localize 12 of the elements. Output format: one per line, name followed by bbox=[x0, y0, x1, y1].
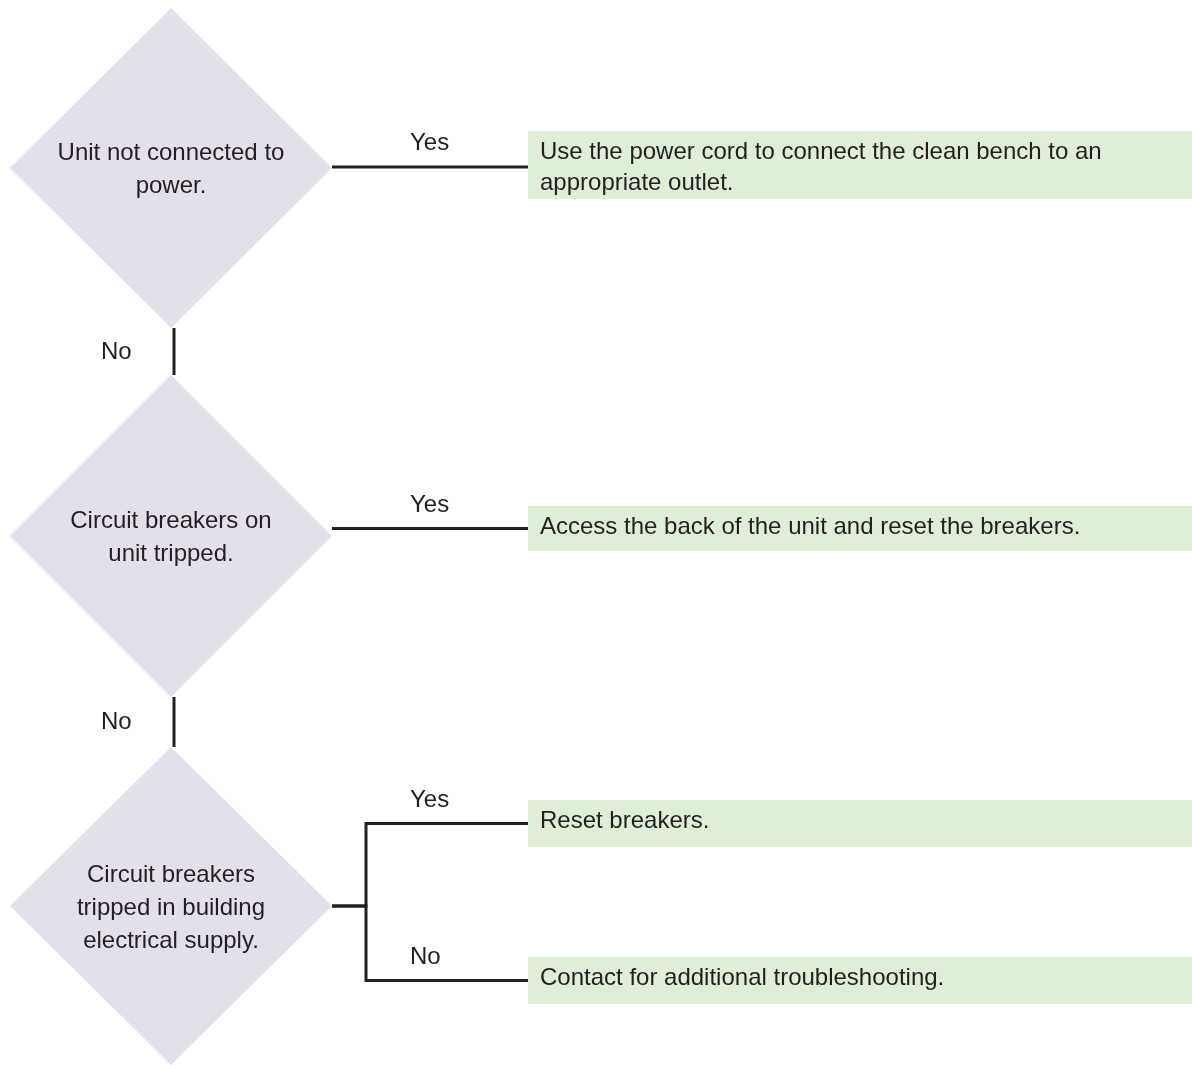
action-box: Access the back of the unit and reset the breakers. bbox=[528, 506, 1192, 551]
action-box: Use the power cord to connect the clean bench to an appropriate outlet. bbox=[528, 131, 1192, 199]
connector-line bbox=[332, 165, 528, 169]
connector-line bbox=[172, 328, 176, 375]
action-box: Reset breakers. bbox=[528, 800, 1192, 847]
decision-text: Unit not connected to power. bbox=[56, 137, 286, 200]
decision-text: Circuit breakers on unit tripped. bbox=[69, 505, 273, 568]
connector-line bbox=[332, 904, 528, 982]
connector-line bbox=[172, 697, 176, 747]
connector-line bbox=[332, 527, 528, 530]
action-box: Contact for additional troubleshooting. bbox=[528, 957, 1192, 1004]
decision-text: Circuit breakers tripped in building electrical supply. bbox=[75, 858, 267, 955]
